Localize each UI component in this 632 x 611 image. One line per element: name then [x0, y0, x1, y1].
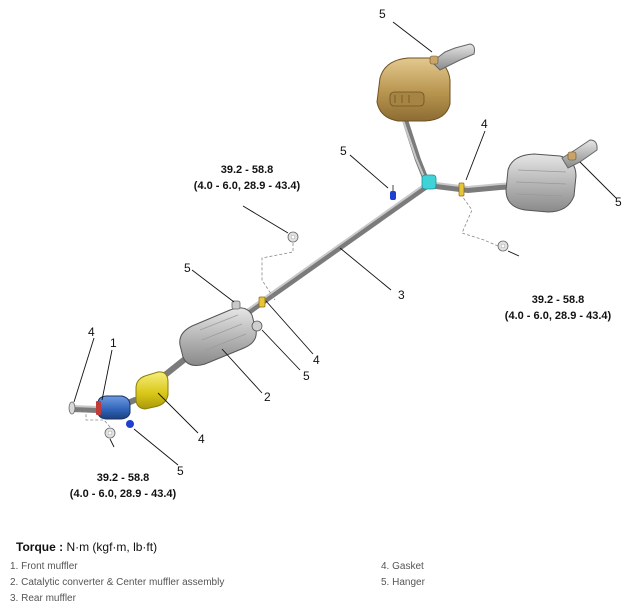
legend-item-hanger: 5. Hanger: [381, 577, 425, 588]
callout-hanger-junction: 5: [340, 144, 347, 158]
catalytic-converter: [135, 371, 169, 410]
hanger-front: [126, 420, 134, 428]
rear-muffler-upper: [376, 43, 475, 122]
callout-front-muffler: 1: [110, 336, 117, 350]
hanger-junction: [390, 185, 396, 200]
rear-muffler-right: [505, 139, 598, 213]
center-muffler: [179, 307, 257, 366]
svg-text:39.2 - 58.8: 39.2 - 58.8: [221, 164, 274, 176]
callout-gasket-center: 4: [313, 353, 320, 367]
legend-item-catalytic-converter: 2. Catalytic converter & Center muffler …: [10, 577, 225, 588]
torque-spec-upper-left: 39.2 - 58.8 (4.0 - 6.0, 28.9 - 43.4): [194, 164, 301, 192]
torque-spec-right: 39.2 - 58.8 (4.0 - 6.0, 28.9 - 43.4): [505, 294, 612, 322]
callout-center-muffler-assembly: 2: [264, 390, 271, 404]
callout-gasket-front: 4: [88, 325, 95, 339]
hanger-center: [231, 300, 241, 310]
gasket-center: [258, 296, 266, 308]
svg-text:39.2 - 58.8: 39.2 - 58.8: [532, 294, 585, 306]
torque-nut-upper-left: [287, 231, 299, 243]
svg-text:(4.0 - 6.0, 28.9 - 43.4): (4.0 - 6.0, 28.9 - 43.4): [505, 310, 612, 322]
exhaust-pipe: [69, 117, 519, 413]
torque-nut-front: [104, 427, 116, 439]
svg-text:(4.0 - 6.0, 28.9 - 43.4): (4.0 - 6.0, 28.9 - 43.4): [70, 488, 177, 500]
callout-rear-muffler: 3: [398, 288, 405, 302]
torque-spec-front: 39.2 - 58.8 (4.0 - 6.0, 28.9 - 43.4): [70, 472, 177, 500]
torque-nut-right: [497, 240, 509, 252]
legend-item-front-muffler: 1. Front muffler: [10, 561, 78, 572]
callout-hanger-center: 5: [184, 261, 191, 275]
svg-text:39.2 - 58.8: 39.2 - 58.8: [97, 472, 150, 484]
front-muffler: [96, 395, 131, 420]
callout-gasket-cat: 4: [198, 432, 205, 446]
pipe-junction: [421, 174, 437, 190]
svg-text:(4.0 - 6.0, 28.9 - 43.4): (4.0 - 6.0, 28.9 - 43.4): [194, 180, 301, 192]
callout-hanger-center-lower: 5: [303, 369, 310, 383]
callout-hanger-front: 5: [177, 464, 184, 478]
legend-item-rear-muffler: 3. Rear muffler: [10, 593, 76, 604]
exhaust-system-diagram: 5 4 5 5 3 5 4 5 2 4 5 1 4 39.2 - 58.8 (4…: [68, 7, 622, 500]
gasket-junction: [458, 182, 465, 197]
legend: Torque : N·m (kgf·m, lb·ft) 1. Front muf…: [0, 536, 632, 611]
leader-lines: [73, 21, 617, 466]
front-pipe-flange: [68, 401, 76, 415]
hanger-center-lower: [251, 320, 263, 332]
torque-unit: N·m (kgf·m, lb·ft): [66, 540, 158, 554]
callout-hanger-top: 5: [379, 7, 386, 21]
callout-gasket-junction: 4: [481, 117, 488, 131]
legend-item-gasket: 4. Gasket: [381, 561, 424, 572]
callout-hanger-right: 5: [615, 195, 622, 209]
legend-title: Torque : N·m (kgf·m, lb·ft): [16, 540, 158, 554]
